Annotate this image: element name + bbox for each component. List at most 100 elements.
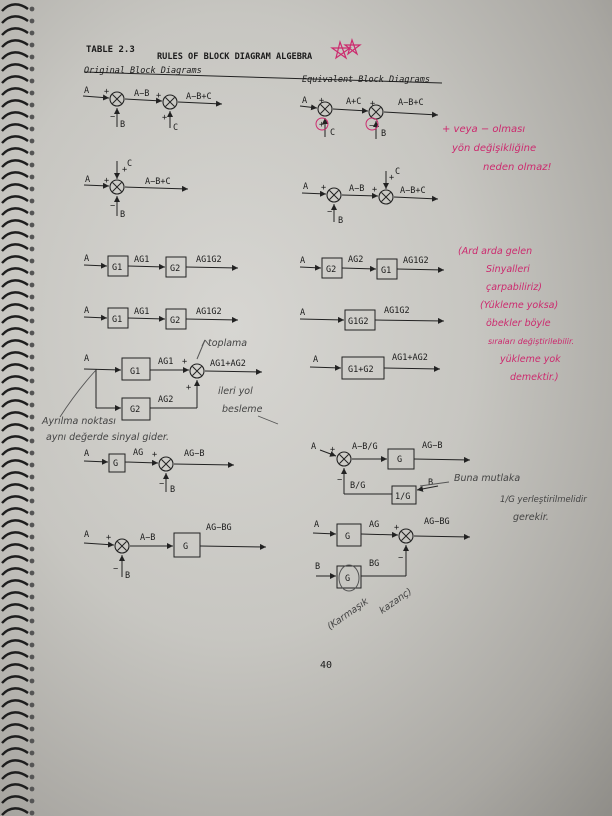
r5r-a: A (313, 355, 318, 365)
row-3-right (299, 257, 445, 280)
r1r-plusc: + (319, 120, 324, 130)
spiral-ring (1, 195, 29, 204)
binding-hole (29, 78, 35, 84)
col-header-right: Equivalent Block Diagrams (302, 75, 430, 85)
binding-hole (29, 630, 35, 636)
r5l-g2: G2 (130, 405, 140, 415)
r7r-a: A (314, 520, 319, 530)
spiral-ring (1, 495, 29, 504)
spiral-ring (1, 651, 29, 660)
r7l-plus: + (106, 533, 111, 543)
spiral-ring (1, 747, 29, 756)
binding-hole (29, 750, 35, 756)
binding-hole (29, 174, 35, 180)
table-subtitle: RULES OF BLOCK DIAGRAM ALGEBRA (157, 52, 313, 62)
table-title: TABLE 2.3 (86, 45, 135, 55)
r3r-out: AG1G2 (403, 256, 429, 266)
r6l-out: AG−B (184, 449, 204, 459)
spiral-ring (1, 783, 29, 792)
r4r-g: G1G2 (348, 317, 368, 327)
note-plus-minus-1: + veya − olması (442, 124, 525, 135)
spiral-binding (1, 3, 35, 816)
row-7-right (312, 523, 471, 592)
binding-hole (29, 402, 35, 408)
binding-hole (29, 210, 35, 216)
binding-hole (29, 606, 35, 612)
note-ayrilma-1: Ayrılma noktası (41, 416, 116, 427)
spiral-ring (1, 771, 29, 780)
binding-hole (29, 654, 35, 660)
r2l-plusc: + (122, 165, 127, 175)
r3l-a: A (84, 254, 89, 264)
spiral-ring (1, 267, 29, 276)
binding-hole (29, 786, 35, 792)
binding-hole (29, 378, 35, 384)
r6l-mid: AG (133, 448, 143, 458)
binding-hole (29, 498, 35, 504)
r5l-plus2: + (186, 383, 191, 393)
row-2-left (83, 161, 189, 216)
binding-hole (29, 594, 35, 600)
spiral-ring (1, 531, 29, 540)
r1l-c: C (173, 123, 178, 133)
binding-hole (29, 234, 35, 240)
spiral-ring (1, 243, 29, 252)
spiral-ring (1, 459, 29, 468)
r6l-a: A (84, 449, 89, 459)
binding-hole (29, 294, 35, 300)
row-4-right (299, 309, 445, 331)
r3l-mid: AG1 (134, 255, 149, 265)
spiral-ring (1, 723, 29, 732)
spiral-ring (1, 231, 29, 240)
spiral-ring (1, 207, 29, 216)
binding-hole (29, 678, 35, 684)
r7l-a: A (84, 530, 89, 540)
binding-hole (29, 726, 35, 732)
row-6-right (319, 448, 471, 505)
binding-hole (29, 186, 35, 192)
spiral-ring (1, 603, 29, 612)
binding-hole (29, 354, 35, 360)
spiral-ring (1, 219, 29, 228)
r3r-g2: G2 (326, 265, 336, 275)
binding-hole (29, 714, 35, 720)
spiral-ring (1, 75, 29, 84)
header-rule (83, 71, 443, 84)
binding-hole (29, 798, 35, 804)
binding-hole (29, 570, 35, 576)
note-parallel-4: (Yükleme yoksa) (480, 300, 558, 311)
r1l-plus2: + (156, 91, 161, 101)
r4l-out: AG1G2 (196, 307, 222, 317)
spiral-ring (1, 303, 29, 312)
r1l-plus1: + (104, 87, 109, 97)
spiral-ring (1, 63, 29, 72)
spiral-ring (1, 51, 29, 60)
spiral-ring (1, 795, 29, 804)
spiral-ring (1, 39, 29, 48)
spiral-ring (1, 591, 29, 600)
binding-hole (29, 738, 35, 744)
binding-hole (29, 54, 35, 60)
binding-hole (29, 774, 35, 780)
r4l-g2: G2 (170, 316, 180, 326)
r5l-out: AG1+AG2 (210, 359, 246, 369)
spiral-ring (1, 135, 29, 144)
r4r-out: AG1G2 (384, 306, 410, 316)
spiral-ring (1, 183, 29, 192)
spiral-ring (1, 663, 29, 672)
binding-hole (29, 486, 35, 492)
r2r-out1: A−B (349, 184, 364, 194)
r6r-out: AG−B (422, 441, 442, 451)
binding-hole (29, 126, 35, 132)
note-buna-2: 1/G yerleştirilmelidir (500, 495, 587, 505)
note-buna-1: Buna mutlaka (454, 473, 520, 484)
spiral-ring (1, 327, 29, 336)
note-ileri-1: ileri yol (218, 386, 253, 397)
spiral-ring (1, 27, 29, 36)
binding-hole (29, 618, 35, 624)
spiral-ring (1, 99, 29, 108)
binding-hole (29, 30, 35, 36)
spiral-ring (1, 471, 29, 480)
binding-hole (29, 162, 35, 168)
